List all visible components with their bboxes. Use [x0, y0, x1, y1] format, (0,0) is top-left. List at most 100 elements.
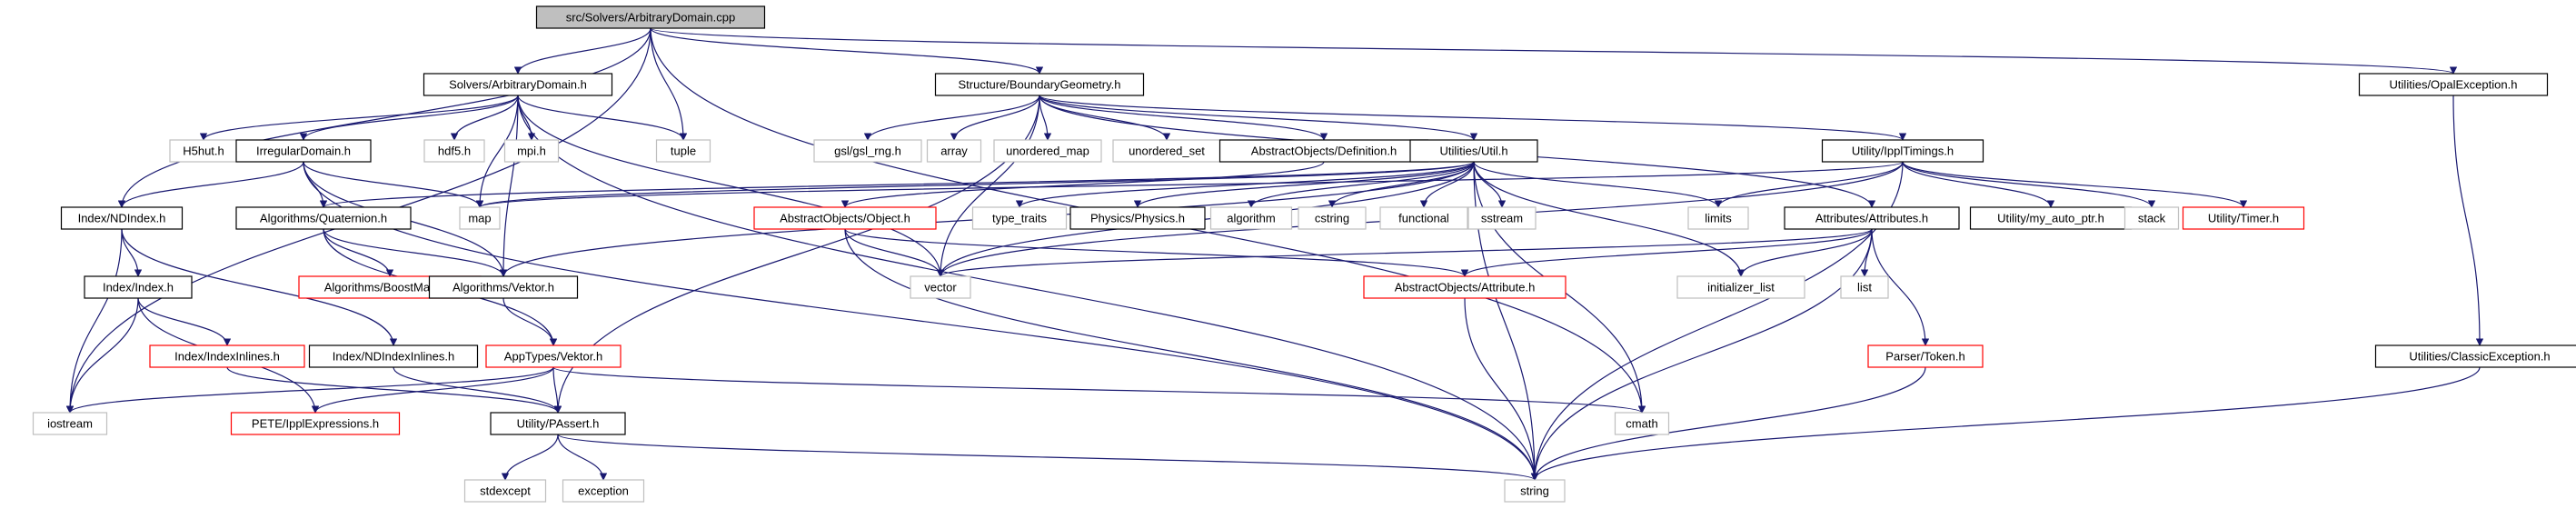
node-box: [169, 139, 238, 163]
edge-ippl-timings-to-limits: [1714, 161, 1904, 208]
node-timer[interactable]: Utility/Timer.h: [2182, 206, 2305, 230]
node-label: src/Solvers/ArbitraryDomain.cpp: [566, 10, 735, 24]
node-util-util[interactable]: Utilities/Util.h: [1409, 139, 1538, 163]
node-box: [463, 479, 547, 503]
edge-attributes-to-string: [1530, 228, 1873, 481]
node-label: Utility/Timer.h: [2208, 211, 2279, 225]
node-label: Utilities/OpalException.h: [2390, 77, 2518, 91]
node-box: [230, 412, 401, 435]
edge-solvers-ad-to-vector: [517, 95, 945, 277]
edge-attributes-to-list: [1860, 228, 1873, 277]
edge-irregular-to-map: [303, 161, 484, 208]
node-box: [1614, 412, 1670, 435]
node-array: array: [926, 139, 982, 163]
node-classic-exc[interactable]: Utilities/ClassicException.h: [2374, 344, 2576, 368]
node-attributes[interactable]: Attributes/Attributes.h: [1784, 206, 1960, 230]
node-list: list: [1840, 275, 1889, 299]
node-nd-index-inlines[interactable]: Index/NDIndexInlines.h: [308, 344, 479, 368]
edge-ao-def-to-ao-object: [840, 161, 1325, 208]
node-box: [2123, 206, 2180, 230]
node-box: [235, 139, 372, 163]
node-box: [993, 139, 1102, 163]
node-box: [1112, 139, 1221, 163]
node-label: AbstractObjects/Object.h: [780, 211, 910, 225]
node-app-vektor[interactable]: AppTypes/Vektor.h: [485, 344, 622, 368]
node-h5hut: H5hut.h: [169, 139, 238, 163]
node-map: map: [459, 206, 501, 230]
edge-solvers-ad-to-alg-vektor: [499, 95, 519, 277]
edge-struct-bg-to-util-util: [1039, 95, 1478, 141]
node-iostream: iostream: [32, 412, 108, 435]
node-index-inlines[interactable]: Index/IndexInlines.h: [149, 344, 305, 368]
node-box: [1821, 139, 1984, 163]
node-irregular[interactable]: IrregularDomain.h: [235, 139, 372, 163]
edge-util-util-to-vector: [936, 161, 1475, 277]
node-box: [1298, 206, 1367, 230]
node-label: Utility/IpplTimings.h: [1852, 144, 1954, 157]
edge-passert-to-string: [557, 434, 1538, 481]
node-box: [926, 139, 982, 163]
edge-app-vektor-to-passert: [552, 366, 562, 414]
node-label: Utility/PAssert.h: [517, 416, 600, 430]
edge-alg-vektor-to-app-vektor: [502, 297, 558, 346]
node-parser-token[interactable]: Parser/Token.h: [1867, 344, 1984, 368]
node-label: Parser/Token.h: [1885, 349, 1964, 363]
node-quaternion[interactable]: Algorithms/Quaternion.h: [235, 206, 412, 230]
node-box: [235, 206, 412, 230]
node-struct-bg[interactable]: Structure/BoundaryGeometry.h: [934, 73, 1145, 96]
node-ao-object[interactable]: AbstractObjects/Object.h: [753, 206, 937, 230]
node-ao-def[interactable]: AbstractObjects/Definition.h: [1218, 139, 1429, 163]
node-mpi: mpi.h: [503, 139, 560, 163]
node-pete[interactable]: PETE/IpplExpressions.h: [230, 412, 401, 435]
edge-util-util-to-quaternion: [320, 161, 1475, 208]
node-box: [971, 206, 1068, 230]
node-label: mpi.h: [517, 144, 546, 157]
node-limits: limits: [1687, 206, 1749, 230]
node-label: Utilities/ClassicException.h: [2409, 349, 2550, 363]
node-opal-exc[interactable]: Utilities/OpalException.h: [2358, 73, 2549, 96]
node-index[interactable]: Index/Index.h: [84, 275, 193, 299]
node-label: type_traits: [992, 211, 1047, 225]
node-box: [1363, 275, 1566, 299]
node-box: [428, 275, 579, 299]
node-label: exception: [578, 484, 629, 497]
node-root[interactable]: src/Solvers/ArbitraryDomain.cpp: [535, 5, 766, 29]
node-label: Index/NDIndexInlines.h: [333, 349, 454, 363]
node-box: [32, 412, 108, 435]
node-physics[interactable]: Physics/Physics.h: [1069, 206, 1206, 230]
edge-nd-index-to-nd-index-inlines: [121, 228, 398, 346]
node-label: initializer_list: [1707, 280, 1775, 294]
node-label: cmath: [1626, 416, 1657, 430]
edge-ippl-timings-to-stack: [1902, 161, 2156, 208]
node-box: [308, 344, 479, 368]
edge-solvers-ad-to-map: [475, 95, 519, 208]
node-exception: exception: [562, 479, 645, 503]
node-alg-vektor[interactable]: Algorithms/Vektor.h: [428, 275, 579, 299]
edge-util-util-to-cstring: [1328, 161, 1475, 208]
node-passert[interactable]: Utility/PAssert.h: [490, 412, 626, 435]
node-label: Index/NDIndex.h: [78, 211, 166, 225]
node-nd-index[interactable]: Index/NDIndex.h: [60, 206, 184, 230]
edges-layer: [65, 27, 2484, 481]
node-label: Structure/BoundaryGeometry.h: [959, 77, 1121, 91]
node-type-traits: type_traits: [971, 206, 1068, 230]
node-box: [655, 139, 711, 163]
node-label: unordered_set: [1129, 144, 1205, 157]
node-ippl-timings[interactable]: Utility/IpplTimings.h: [1821, 139, 1984, 163]
edge-opal-exc-to-classic-exc: [2452, 95, 2484, 346]
node-box: [503, 139, 560, 163]
node-box: [910, 275, 971, 299]
node-box: [1867, 344, 1984, 368]
edge-ao-attribute-to-string: [1464, 297, 1539, 481]
node-box: [1409, 139, 1538, 163]
node-label: vector: [924, 280, 957, 294]
node-box: [459, 206, 501, 230]
node-solvers-ad[interactable]: Solvers/ArbitraryDomain.h: [423, 73, 613, 96]
edge-classic-exc-to-string: [1530, 366, 2481, 481]
node-my-auto-ptr[interactable]: Utility/my_auto_ptr.h: [1969, 206, 2133, 230]
edge-root-to-struct-bg: [650, 27, 1044, 75]
edge-solvers-ad-to-string: [517, 95, 1539, 481]
edge-irregular-to-quaternion: [303, 161, 328, 208]
node-ao-attribute[interactable]: AbstractObjects/Attribute.h: [1363, 275, 1566, 299]
